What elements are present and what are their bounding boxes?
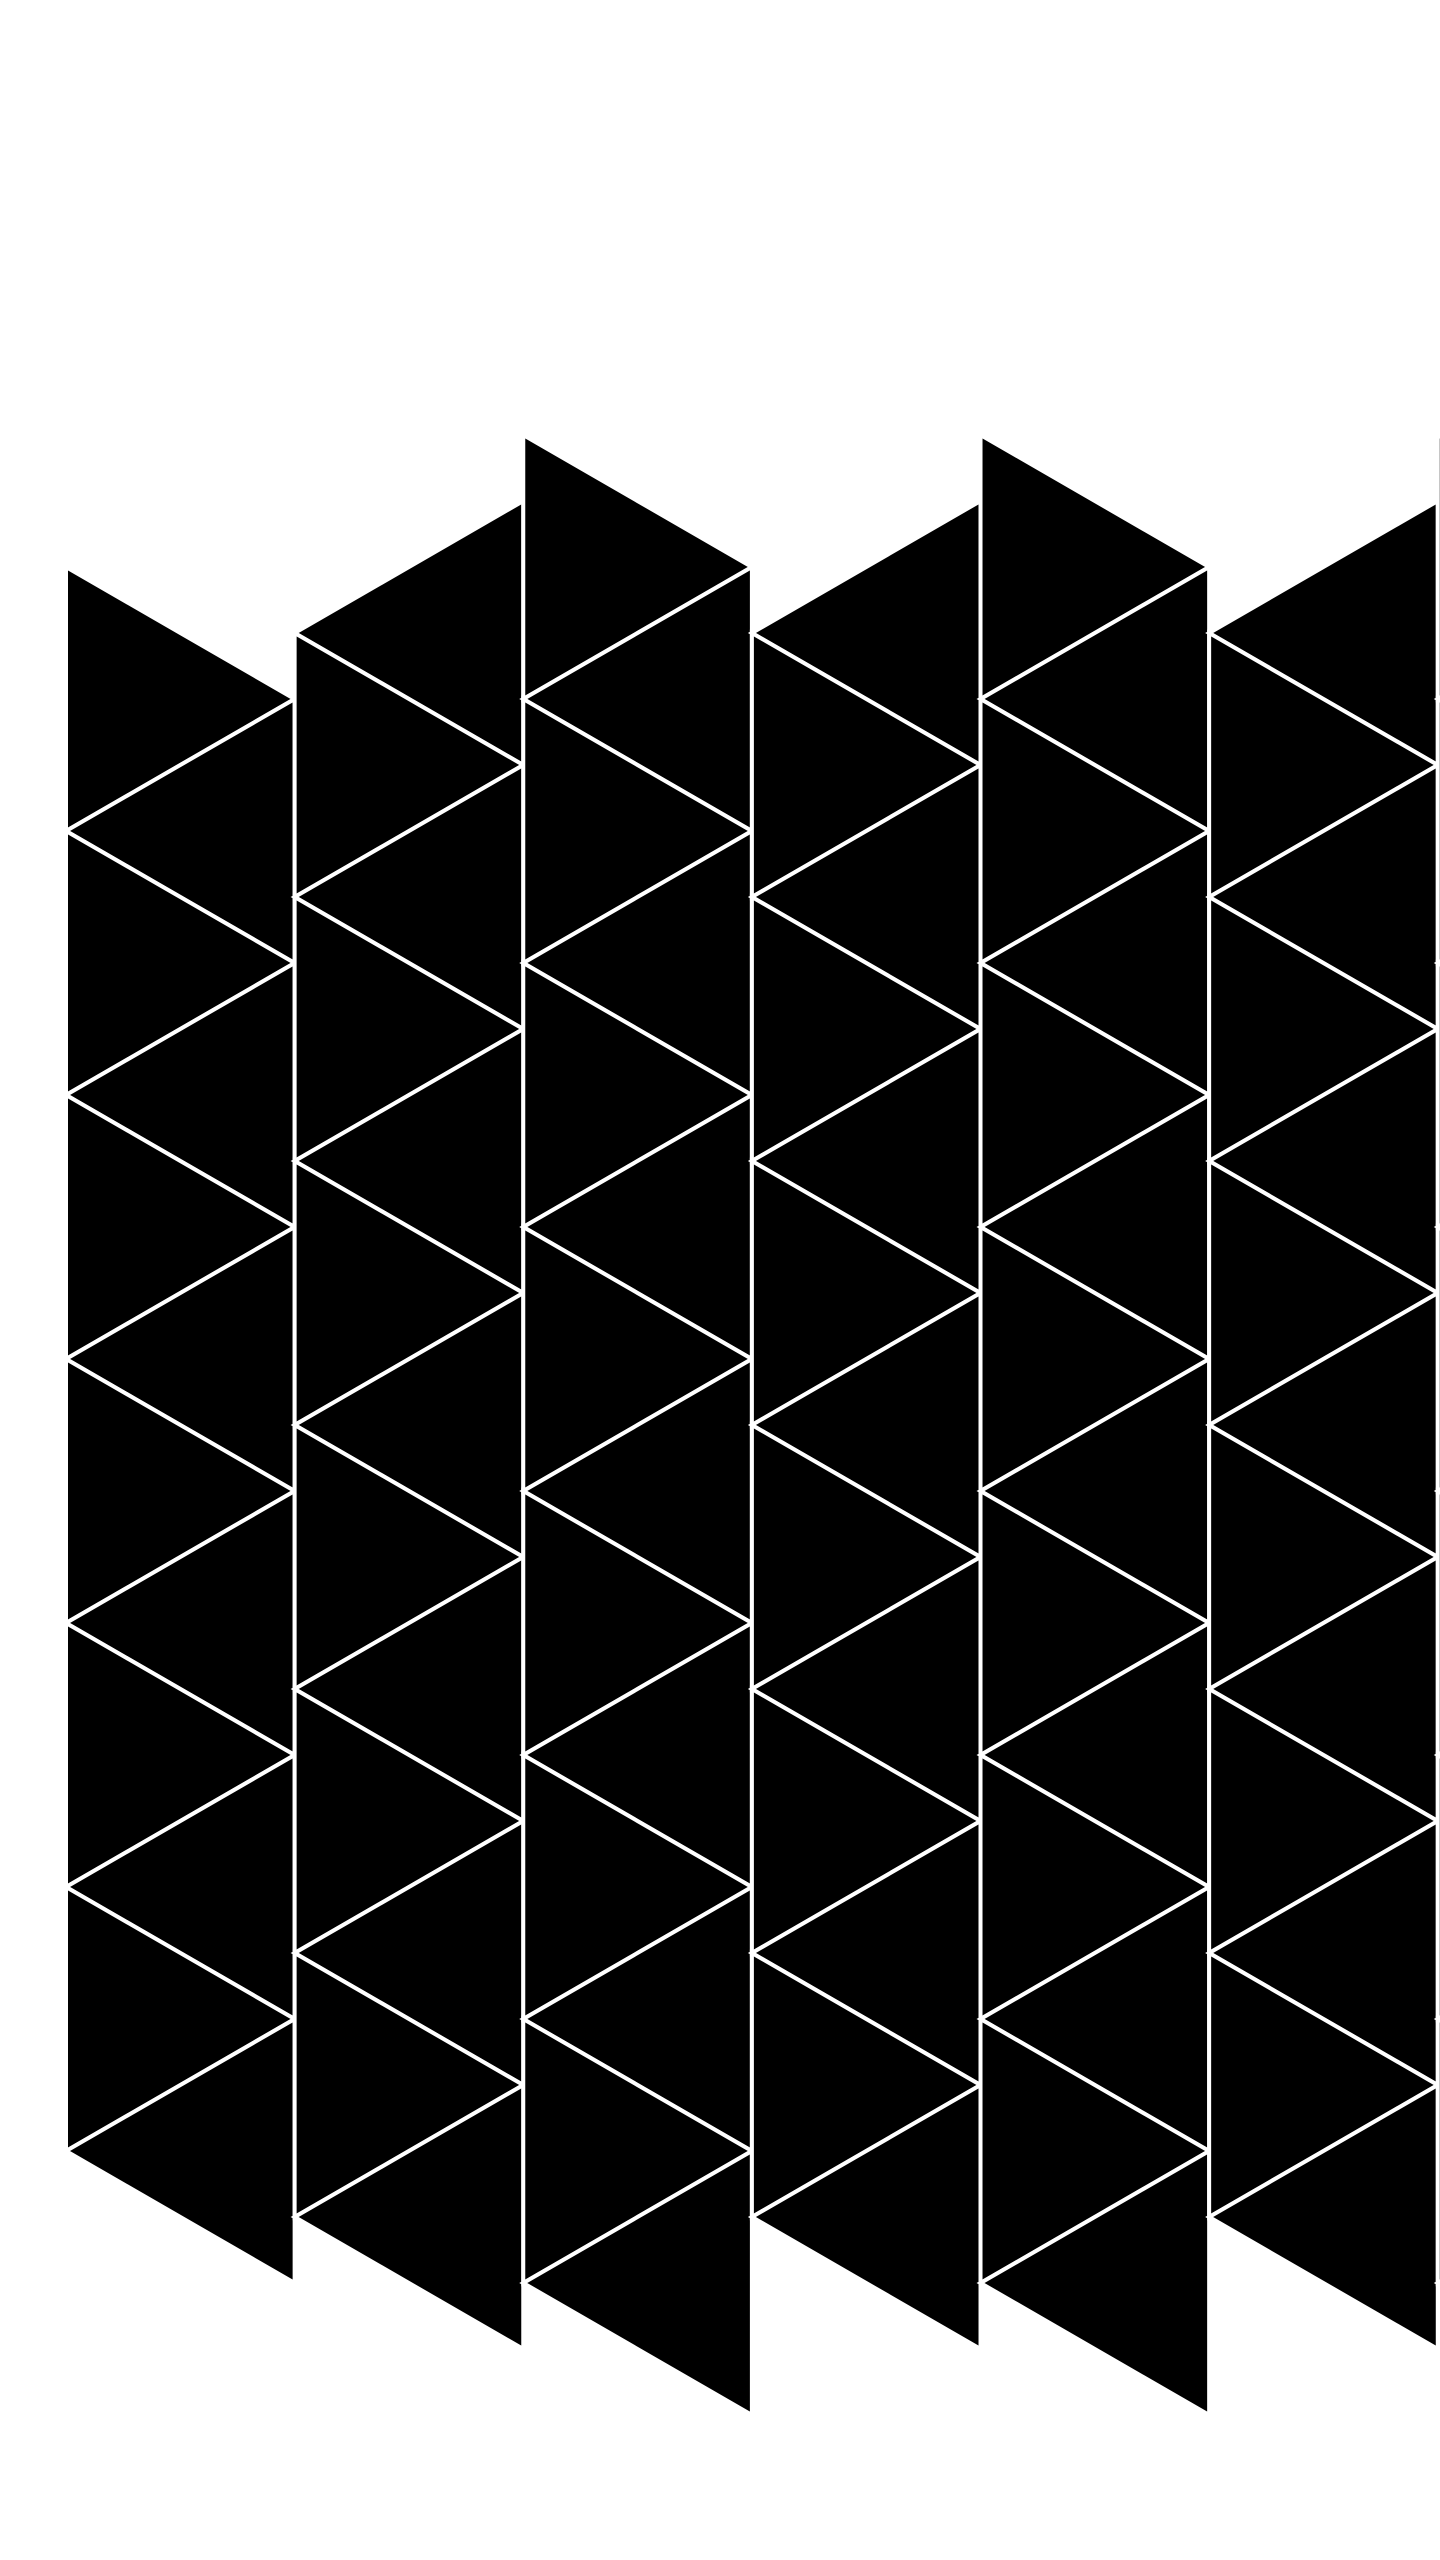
triangle-tile [1435, 1223, 1440, 1495]
triangle-tile [1433, 2279, 1440, 2287]
triangle-tile [1435, 431, 1440, 703]
triangle-tile [1435, 695, 1440, 967]
triangle-tile [1435, 1751, 1440, 2023]
triangle-tile [519, 2147, 754, 2419]
triangle-tile [976, 2147, 1212, 2419]
triangle-tile [1435, 959, 1440, 1231]
triangle-tile [1435, 2015, 1440, 2287]
triangle-tile [1435, 1487, 1440, 1759]
